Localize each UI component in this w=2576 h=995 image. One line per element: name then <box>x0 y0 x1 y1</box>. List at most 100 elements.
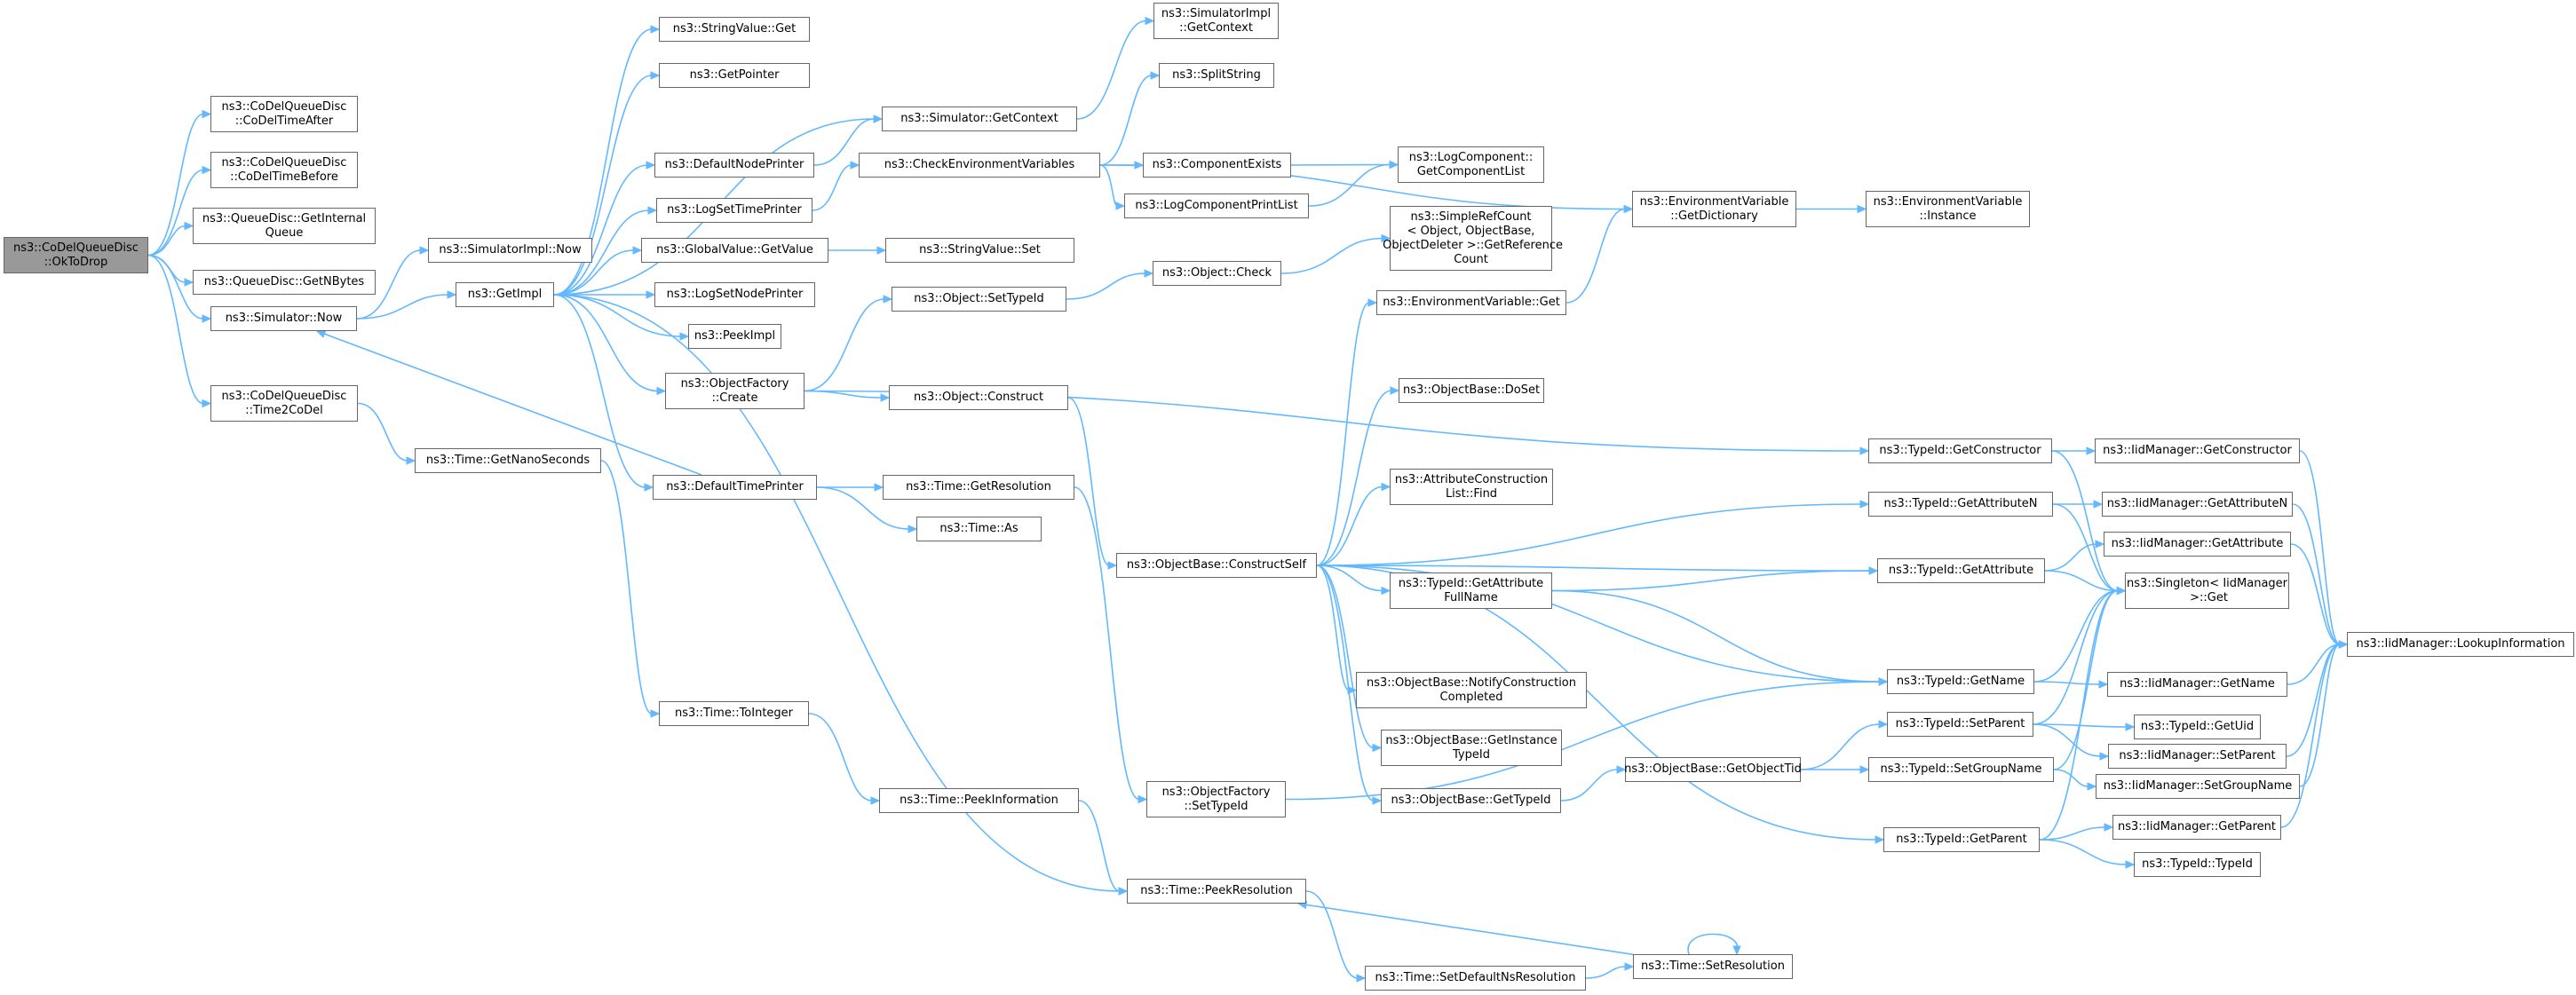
edge-getImpl-logSetTime <box>553 209 650 296</box>
node-imSetGroup[interactable]: ns3::IidManager::SetGroupName <box>2096 774 2300 799</box>
edge-arrowhead-getImpl-logSetTime <box>647 206 658 215</box>
node-notifyConstruct[interactable]: ns3::ObjectBase::NotifyConstruction Comp… <box>1356 672 1587 708</box>
node-constructSelf[interactable]: ns3::ObjectBase::ConstructSelf <box>1116 553 1317 578</box>
node-getObjectTid[interactable]: ns3::ObjectBase::GetObjectTid <box>1624 757 1802 782</box>
node-peekImpl[interactable]: ns3::PeekImpl <box>688 324 781 349</box>
edge-constructSelf-objbGetTypeId <box>1316 565 1375 802</box>
node-codelBefore[interactable]: ns3::CoDelQueueDisc ::CoDelTimeBefore <box>210 152 358 188</box>
edge-arrowhead-okToDrop-codelBefore <box>202 165 212 175</box>
edge-checkEnv-logCompPrint <box>1099 164 1118 207</box>
node-simImplGetContext[interactable]: ns3::SimulatorImpl ::GetContext <box>1153 3 1279 39</box>
edge-arrowhead-logCompPrint-logCompGet <box>1389 160 1399 170</box>
edge-tidGetAttrN-singletonGet <box>2052 503 2119 592</box>
node-imSetParent[interactable]: ns3::IidManager::SetParent <box>2108 744 2287 769</box>
node-imGetAttrN[interactable]: ns3::IidManager::GetAttributeN <box>2102 492 2293 517</box>
edge-arrowhead-constructSelf-envGet <box>1367 298 1378 307</box>
edge-arrowhead-constructSelf-getAttrFull <box>1381 586 1391 596</box>
node-imGetAttr[interactable]: ns3::IidManager::GetAttribute <box>2104 532 2291 557</box>
edge-getNano-toInteger <box>600 460 653 715</box>
node-ofCreate[interactable]: ns3::ObjectFactory ::Create <box>665 373 805 409</box>
node-tidTypeId[interactable]: ns3::TypeId::TypeId <box>2134 852 2261 877</box>
node-logCompGet[interactable]: ns3::LogComponent:: GetComponentList <box>1398 146 1544 183</box>
edge-arrowhead-simNow-getImpl <box>447 290 457 299</box>
node-time2CoDel[interactable]: ns3::CoDelQueueDisc ::Time2CoDel <box>210 385 358 422</box>
node-tidGetUid[interactable]: ns3::TypeId::GetUid <box>2134 715 2261 739</box>
node-ofSetTypeId[interactable]: ns3::ObjectFactory ::SetTypeId <box>1146 781 1286 817</box>
edge-okToDrop-time2CoDel <box>147 254 204 405</box>
edge-arrowhead-getImpl-ofCreate <box>656 386 667 396</box>
node-tidGetAttrN[interactable]: ns3::TypeId::GetAttributeN <box>1868 492 2053 517</box>
edge-timeGetRes-ofSetTypeId <box>1074 486 1140 801</box>
edge-getImpl-ofCreate <box>553 294 659 392</box>
node-strGet[interactable]: ns3::StringValue::Get <box>659 17 810 42</box>
node-objSetTypeId[interactable]: ns3::Object::SetTypeId <box>892 287 1066 312</box>
edge-tidGetName-singletonGet <box>2033 589 2119 683</box>
node-splitString[interactable]: ns3::SplitString <box>1159 63 1274 88</box>
node-logSetTime[interactable]: ns3::LogSetTimePrinter <box>656 198 812 223</box>
edge-tidSetGroup-imSetGroup <box>2053 769 2089 787</box>
node-strSet[interactable]: ns3::StringValue::Set <box>885 238 1074 263</box>
node-okToDrop[interactable]: ns3::CoDelQueueDisc ::OkToDrop <box>4 237 148 273</box>
node-peekRes[interactable]: ns3::Time::PeekResolution <box>1127 879 1306 904</box>
edge-simNow-simImplNow <box>356 249 422 320</box>
node-checkEnv[interactable]: ns3::CheckEnvironmentVariables <box>859 153 1100 178</box>
node-timeAs[interactable]: ns3::Time::As <box>916 517 1042 541</box>
node-logCompPrint[interactable]: ns3::LogComponentPrintList <box>1124 193 1309 218</box>
node-simpleRef[interactable]: ns3::SimpleRefCount < Object, ObjectBase… <box>1383 206 1563 271</box>
node-attrFind[interactable]: ns3::AttributeConstruction List::Find <box>1390 469 1553 505</box>
node-imGetParent[interactable]: ns3::IidManager::GetParent <box>2112 815 2281 840</box>
node-getImpl[interactable]: ns3::GetImpl <box>456 282 554 307</box>
node-defNodePrinter[interactable]: ns3::DefaultNodePrinter <box>654 153 814 178</box>
node-compExists[interactable]: ns3::ComponentExists <box>1143 153 1291 178</box>
node-tidGetConstructor[interactable]: ns3::TypeId::GetConstructor <box>1868 438 2052 463</box>
edge-arrowhead-getObjectTid-tidSetParent <box>1878 720 1889 729</box>
node-tidSetGroup[interactable]: ns3::TypeId::SetGroupName <box>1868 757 2054 782</box>
node-getInternalQueue[interactable]: ns3::QueueDisc::GetInternal Queue <box>193 208 376 244</box>
node-getNano[interactable]: ns3::Time::GetNanoSeconds <box>415 448 601 473</box>
node-tidGetAttr[interactable]: ns3::TypeId::GetAttribute <box>1877 558 2045 583</box>
node-imGetName[interactable]: ns3::IidManager::GetName <box>2107 672 2287 697</box>
edge-arrowhead-getImpl-defNodePrinter <box>646 161 656 170</box>
edge-ofCreate-objSetTypeId <box>804 298 885 392</box>
node-getAttrFull[interactable]: ns3::TypeId::GetAttribute FullName <box>1390 573 1552 609</box>
node-imLookup[interactable]: ns3::IidManager::LookupInformation <box>2347 632 2574 657</box>
edge-getImpl-strGet <box>553 28 653 296</box>
node-tidGetParent[interactable]: ns3::TypeId::GetParent <box>1883 827 2040 852</box>
edge-arrowhead-tidGetAttr-imGetAttr <box>2095 540 2105 549</box>
node-objCheck[interactable]: ns3::Object::Check <box>1153 261 1281 286</box>
node-doSet[interactable]: ns3::ObjectBase::DoSet <box>1399 378 1544 403</box>
node-tidGetName[interactable]: ns3::TypeId::GetName <box>1887 669 2034 694</box>
edge-arrowhead-objSetTypeId-objCheck <box>1144 269 1154 278</box>
node-getPointer[interactable]: ns3::GetPointer <box>659 63 810 88</box>
node-objbGetTypeId[interactable]: ns3::ObjectBase::GetTypeId <box>1381 788 1561 813</box>
node-simNow[interactable]: ns3::Simulator::Now <box>210 306 357 331</box>
edge-arrowhead-tidGetParent-imGetParent <box>2104 823 2114 832</box>
node-logSetNode[interactable]: ns3::LogSetNodePrinter <box>654 282 815 307</box>
edge-tidGetAttr-imGetAttr <box>2044 543 2097 572</box>
node-timeGetRes[interactable]: ns3::Time::GetResolution <box>883 475 1074 500</box>
node-getInstanceTypeId[interactable]: ns3::ObjectBase::GetInstance TypeId <box>1381 730 1562 766</box>
node-toInteger[interactable]: ns3::Time::ToInteger <box>659 701 809 726</box>
node-singletonGet[interactable]: ns3::Singleton< IidManager >::Get <box>2125 573 2289 609</box>
node-setDefaultNs[interactable]: ns3::Time::SetDefaultNsResolution <box>1365 966 1586 991</box>
node-getNBytes[interactable]: ns3::QueueDisc::GetNBytes <box>193 270 376 295</box>
node-envInstance[interactable]: ns3::EnvironmentVariable ::Instance <box>1866 191 2030 227</box>
node-objConstruct[interactable]: ns3::Object::Construct <box>889 385 1068 410</box>
edge-arrowhead-tidGetParent-tidTypeId <box>2125 860 2136 869</box>
node-tidSetParent[interactable]: ns3::TypeId::SetParent <box>1887 712 2033 737</box>
node-defTimePrinter[interactable]: ns3::DefaultTimePrinter <box>653 475 817 500</box>
edge-arrowhead-checkEnv-splitString <box>1150 71 1161 80</box>
node-peekInfo[interactable]: ns3::Time::PeekInformation <box>879 788 1079 813</box>
edge-defNodePrinter-simGetContext <box>813 118 876 166</box>
node-envGet[interactable]: ns3::EnvironmentVariable::Get <box>1376 290 1566 315</box>
node-envDict[interactable]: ns3::EnvironmentVariable ::GetDictionary <box>1632 191 1796 227</box>
node-imGetConstructor[interactable]: ns3::IidManager::GetConstructor <box>2095 438 2300 463</box>
edge-getImpl-peekRes <box>553 294 1121 892</box>
edge-arrowhead-envDict-envInstance <box>1857 204 1867 214</box>
node-gvGetValue[interactable]: ns3::GlobalValue::GetValue <box>641 238 828 263</box>
node-codelAfter[interactable]: ns3::CoDelQueueDisc ::CoDelTimeAfter <box>210 96 358 132</box>
node-timeSetRes[interactable]: ns3::Time::SetResolution <box>1633 954 1793 979</box>
node-simGetContext[interactable]: ns3::Simulator::GetContext <box>882 107 1077 131</box>
node-simImplNow[interactable]: ns3::SimulatorImpl::Now <box>428 238 592 263</box>
edge-arrowhead-logSetTime-checkEnv <box>850 161 860 170</box>
